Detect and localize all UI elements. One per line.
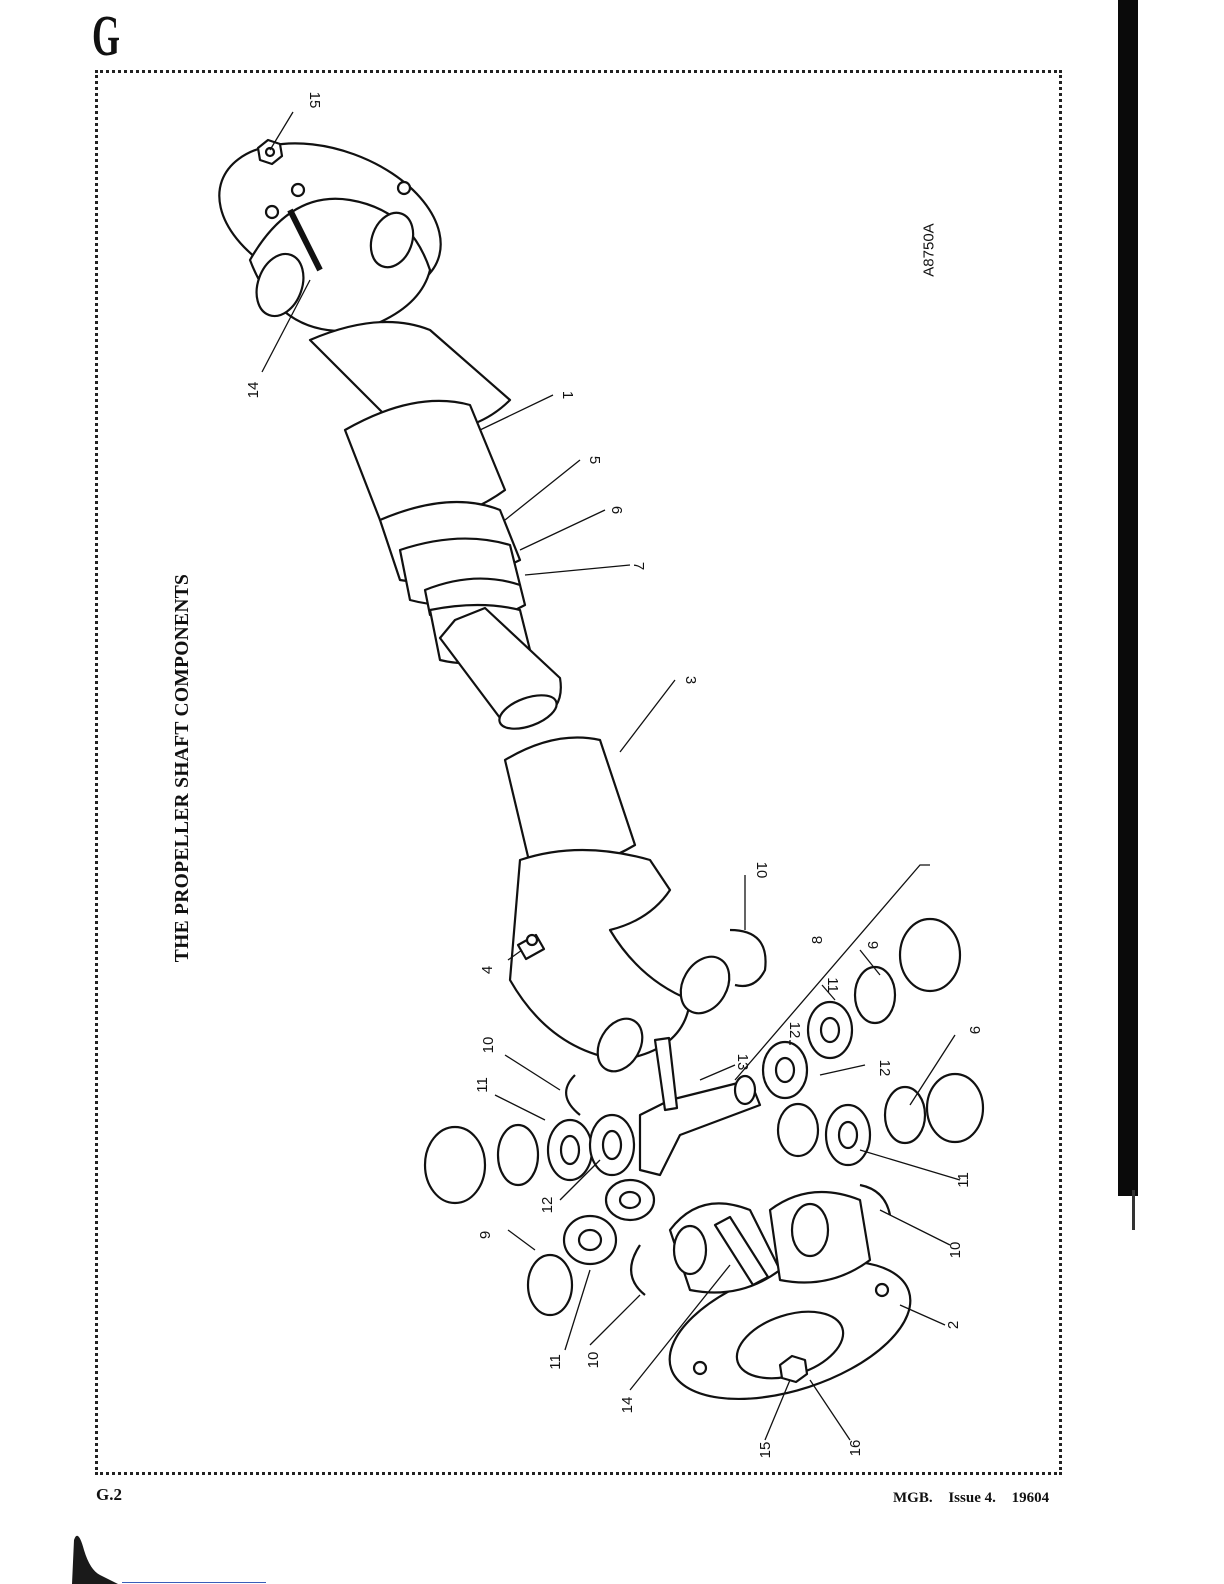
scan-smudge — [70, 1520, 120, 1584]
callout: 11 — [955, 1172, 972, 1188]
footer-model: MGB. — [893, 1490, 933, 1506]
callout: 11 — [547, 1354, 564, 1370]
footer-issue: Issue 4. — [948, 1490, 996, 1506]
callout: 14 — [619, 1397, 636, 1414]
flange-yoke-bottom — [653, 1192, 928, 1426]
callout: 10 — [585, 1352, 602, 1369]
callout: 15 — [757, 1442, 774, 1459]
callout: 7 — [630, 562, 647, 570]
callout: 6 — [608, 506, 625, 514]
callout: 9 — [477, 1231, 494, 1239]
callout: 12 — [876, 1060, 893, 1077]
page-footer: MGB. Issue 4. 19604 — [893, 1490, 1049, 1507]
callout: 10 — [480, 1037, 497, 1054]
callout: 13 — [734, 1054, 751, 1071]
sleeve-yoke — [505, 738, 739, 1080]
page-number: G.2 — [96, 1485, 122, 1505]
callout: 3 — [682, 676, 699, 684]
callout: 11 — [824, 977, 841, 993]
callout: 8 — [809, 936, 826, 944]
flange-yoke-top — [198, 115, 462, 331]
callout: 4 — [479, 966, 496, 974]
callout: 12 — [539, 1197, 556, 1214]
callout: 12 — [786, 1022, 803, 1039]
callout: 15 — [306, 92, 323, 109]
callout: 5 — [586, 456, 603, 464]
callout: 14 — [245, 382, 262, 399]
callout: 16 — [847, 1440, 864, 1457]
drawing-code: A8750A — [921, 223, 938, 276]
figure-title: THE PROPELLER SHAFT COMPONENTS — [172, 574, 194, 962]
callout: 9 — [864, 941, 881, 949]
footer-code: 19604 — [1012, 1490, 1050, 1506]
callout: 11 — [474, 1077, 491, 1093]
callout: 9 — [966, 1026, 983, 1034]
callout: 1 — [559, 391, 576, 399]
scan-underline — [122, 1582, 266, 1583]
callout: 2 — [945, 1321, 962, 1329]
callout: 10 — [753, 862, 770, 879]
callout: 10 — [947, 1242, 964, 1259]
propeller-shaft-tube — [310, 322, 561, 735]
